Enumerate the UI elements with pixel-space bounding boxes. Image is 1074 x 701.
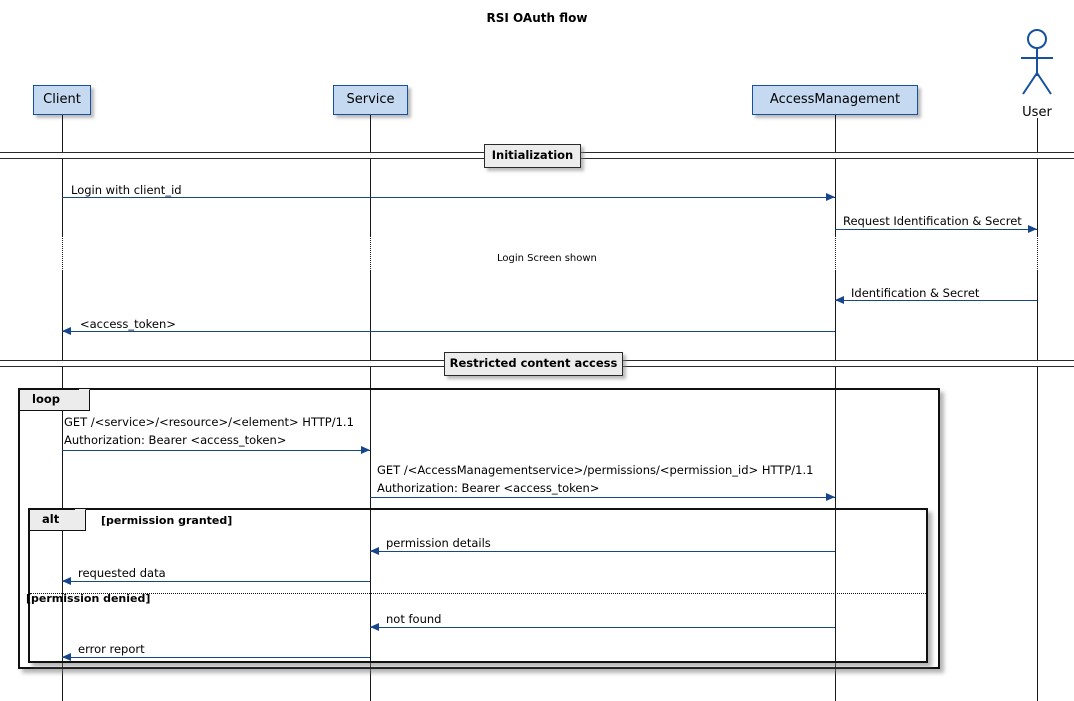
divider-restricted-content-access: Restricted content access: [444, 352, 623, 376]
message-request-id-secret-arrowhead: [1028, 225, 1037, 233]
message-identification-secret-arrowhead: [835, 296, 844, 304]
participant-client[interactable]: Client: [33, 85, 91, 115]
fragment-loop-tab: loop: [20, 389, 90, 411]
lifeline-client-2: [62, 271, 63, 701]
message-get-resource-arrowhead: [361, 446, 370, 454]
fragment-alt-separator: [30, 593, 926, 594]
message-not-found-arrowhead: [370, 623, 379, 631]
divider-initialization: Initialization: [484, 144, 581, 168]
fragment-alt: [28, 508, 928, 663]
lifeline-service: [370, 115, 371, 235]
actor-user[interactable]: [1012, 28, 1062, 104]
fragment-alt-guard-granted: [permission granted]: [101, 514, 233, 527]
message-error-report-label: error report: [78, 642, 145, 656]
lifeline-accessmanagement-dotted: [835, 235, 836, 271]
divider-restricted-label: Restricted content access: [449, 356, 618, 370]
lifeline-client-dotted: [62, 235, 63, 271]
fragment-loop-operator: loop: [32, 392, 60, 406]
message-get-permissions-arrowhead: [826, 493, 835, 501]
message-request-id-secret-label: Request Identification & Secret: [843, 214, 1022, 228]
message-not-found-line: [370, 627, 835, 628]
page-title: RSI OAuth flow: [486, 11, 588, 25]
divider-initialization-label: Initialization: [491, 148, 574, 162]
lifeline-user-2: [1037, 271, 1038, 701]
message-error-report-arrowhead: [62, 653, 71, 661]
lifeline-service-2: [370, 271, 371, 701]
participant-accessmanagement[interactable]: AccessManagement: [752, 85, 918, 115]
message-get-permissions-label-line2: Authorization: Bearer <access_token>: [377, 481, 600, 495]
message-get-resource-line: [62, 450, 370, 451]
fragment-loop-tab-corner: [79, 389, 90, 400]
message-identification-secret-line: [835, 300, 1037, 301]
message-not-found-label: not found: [386, 612, 442, 626]
lifeline-service-dotted: [370, 235, 371, 271]
message-get-permissions-label-line1: GET /<AccessManagementservice>/permissio…: [377, 463, 814, 477]
lifeline-user: [1037, 118, 1038, 235]
lifeline-user-dotted: [1037, 235, 1038, 271]
message-login-line: [62, 197, 835, 198]
note-login-screen-shown: Login Screen shown: [497, 253, 597, 264]
participant-service-label: Service: [346, 92, 395, 107]
participant-service[interactable]: Service: [333, 85, 408, 115]
message-permission-details-label: permission details: [386, 536, 491, 550]
message-get-resource-label-line1: GET /<service>/<resource>/<element> HTTP…: [64, 415, 354, 429]
lifeline-accessmanagement: [835, 115, 836, 235]
fragment-alt-guard-denied: [permission denied]: [26, 592, 151, 605]
participant-client-label: Client: [43, 92, 81, 107]
fragment-loop: [18, 388, 940, 669]
message-requested-data-arrowhead: [62, 577, 71, 585]
message-error-report-line: [62, 657, 370, 658]
message-permission-details-line: [370, 551, 835, 552]
actor-user-label: User: [1022, 105, 1052, 120]
message-permission-details-arrowhead: [370, 547, 379, 555]
message-requested-data-label: requested data: [78, 566, 166, 580]
message-login-label: Login with client_id: [71, 183, 182, 197]
message-identification-secret-label: Identification & Secret: [851, 286, 980, 300]
lifeline-accessmanagement-2: [835, 271, 836, 701]
fragment-alt-tab: alt: [30, 509, 86, 531]
message-request-id-secret-line: [835, 229, 1037, 230]
fragment-alt-tab-corner: [75, 509, 86, 520]
actor-user-icon: [1021, 29, 1053, 95]
message-login-arrowhead: [826, 193, 835, 201]
message-get-resource-label-line2: Authorization: Bearer <access_token>: [64, 433, 287, 447]
participant-accessmanagement-label: AccessManagement: [769, 92, 901, 107]
lifeline-client: [62, 115, 63, 235]
fragment-alt-operator: alt: [42, 512, 60, 526]
message-access-token-label: <access_token>: [80, 317, 176, 331]
message-get-permissions-line: [370, 497, 835, 498]
message-requested-data-line: [62, 581, 370, 582]
message-access-token-arrowhead: [62, 327, 71, 335]
message-access-token-line: [62, 331, 835, 332]
